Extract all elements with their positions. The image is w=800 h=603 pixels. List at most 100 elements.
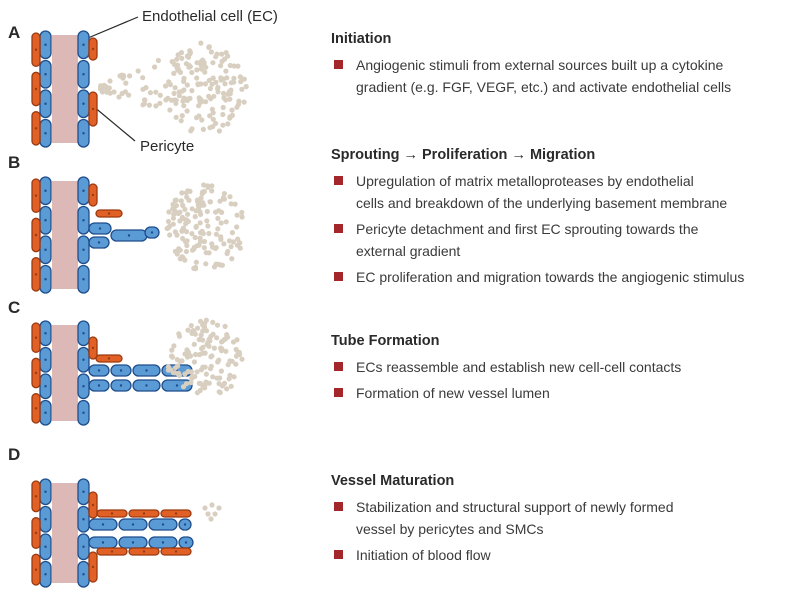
cytokine-dot	[178, 118, 184, 124]
section-title: Sprouting → Proliferation → Migration	[331, 147, 596, 163]
cytokine-dot	[202, 505, 208, 511]
cytokine-dot	[206, 93, 212, 99]
nucleus-dot	[110, 550, 114, 553]
cytokine-dot	[209, 183, 215, 189]
cytokine-dot	[225, 334, 231, 340]
pericyte-leader-line	[92, 105, 136, 142]
cytokine-dot	[221, 196, 227, 202]
cytokine-dot	[189, 69, 195, 76]
cytokine-dot	[239, 356, 245, 362]
nucleus-dot	[34, 531, 38, 535]
cytokine-dot	[167, 232, 173, 238]
nucleus-dot	[82, 385, 85, 388]
cytokine-dot	[235, 350, 241, 356]
nucleus-dot	[34, 48, 38, 51]
section-tube-formation: Tube Formation ECs reassemble and establ…	[331, 332, 791, 408]
nucleus-dot	[91, 107, 95, 111]
cytokine-dot	[167, 82, 173, 88]
cytokine-dot	[217, 198, 223, 204]
cytokine-dot	[184, 82, 190, 88]
cytokine-dot	[213, 79, 219, 85]
cytokine-dot	[99, 89, 105, 95]
cytokine-dot	[217, 375, 223, 381]
nucleus-dot	[127, 234, 131, 237]
cytokine-dot	[191, 244, 197, 250]
cytokine-dot	[196, 103, 202, 109]
cytokine-dot	[228, 80, 234, 86]
nucleus-dot	[44, 189, 47, 192]
cytokine-dot	[181, 103, 187, 109]
cytokine-dot	[189, 206, 195, 212]
cytokine-dot	[203, 317, 209, 323]
cytokine-dot	[206, 380, 212, 386]
cytokine-dot	[230, 339, 237, 345]
bullet-line: Upregulation of matrix metalloproteases …	[356, 173, 694, 189]
cytokine-dot	[189, 88, 195, 94]
cytokine-dot	[196, 380, 202, 386]
section-title: Vessel Maturation	[331, 473, 455, 489]
nucleus-dot	[82, 358, 85, 361]
bullet-square-icon	[334, 224, 343, 233]
cytokine-dot	[210, 75, 216, 81]
cytokine-dot	[188, 379, 194, 386]
cytokine-dot	[214, 335, 220, 341]
cytokine-dot	[205, 183, 211, 189]
cytokine-dot	[200, 328, 206, 334]
nucleus-dot	[184, 541, 188, 544]
nucleus-dot	[44, 219, 47, 222]
cytokine-dot	[221, 191, 227, 197]
cytokine-dot	[172, 85, 178, 91]
cytokine-dot	[173, 197, 179, 203]
cytokine-dot	[170, 206, 176, 212]
cytokine-dot	[220, 104, 226, 111]
nucleus-dot	[44, 278, 47, 281]
cytokine-dot	[207, 113, 213, 119]
cytokine-dot	[202, 81, 208, 87]
bullet-square-icon	[334, 272, 343, 281]
cytokine-dot	[204, 218, 210, 224]
cytokine-dot	[207, 199, 213, 205]
cytokine-dot	[165, 218, 172, 225]
cytokine-dot	[166, 209, 172, 215]
cytokine-dot	[165, 364, 171, 370]
nucleus-dot	[44, 332, 47, 335]
cytokine-dot	[98, 83, 104, 89]
cytokine-dot	[203, 250, 209, 256]
cytokine-dot	[189, 330, 195, 336]
bullet-line: Pericyte detachment and first EC sprouti…	[356, 221, 699, 237]
cytokine-dot	[174, 210, 180, 216]
cytokine-dot	[228, 201, 234, 207]
cytokine-dot	[142, 97, 148, 103]
cytokine-dot	[241, 99, 247, 105]
cytokine-dot	[196, 113, 202, 119]
cytokine-dot	[107, 90, 113, 96]
nucleus-dot	[91, 503, 95, 507]
cytokine-dot	[218, 63, 224, 69]
bullet-item: EC proliferation and migration towards t…	[331, 266, 791, 288]
cytokine-dot	[182, 371, 188, 377]
bullet-line: Angiogenic stimuli from external sources…	[356, 57, 724, 73]
cytokine-dot	[198, 81, 204, 87]
cytokine-dot	[120, 72, 126, 79]
cytokine-dot	[173, 100, 179, 106]
cytokine-dot	[116, 94, 122, 100]
cytokine-dot	[227, 358, 233, 364]
nucleus-dot	[97, 241, 101, 244]
bullet-line: Initiation of blood flow	[356, 547, 491, 563]
nucleus-dot	[174, 512, 178, 515]
cytokine-dot	[171, 90, 177, 96]
cytokine-dot	[239, 209, 245, 216]
panel-letter-d: D	[8, 445, 20, 464]
cytokine-dot	[204, 341, 210, 347]
cytokine-dot	[215, 215, 221, 221]
cytokine-dot	[212, 511, 218, 517]
cytokine-dot	[200, 344, 206, 350]
nucleus-dot	[44, 385, 47, 388]
cytokine-dot	[196, 242, 202, 248]
cytokine-dot	[179, 113, 185, 119]
cytokine-dot	[216, 505, 222, 511]
cytokine-dot	[175, 67, 181, 73]
cytokine-dot	[199, 228, 205, 234]
cytokine-dot	[219, 58, 225, 64]
nucleus-dot	[131, 523, 135, 526]
